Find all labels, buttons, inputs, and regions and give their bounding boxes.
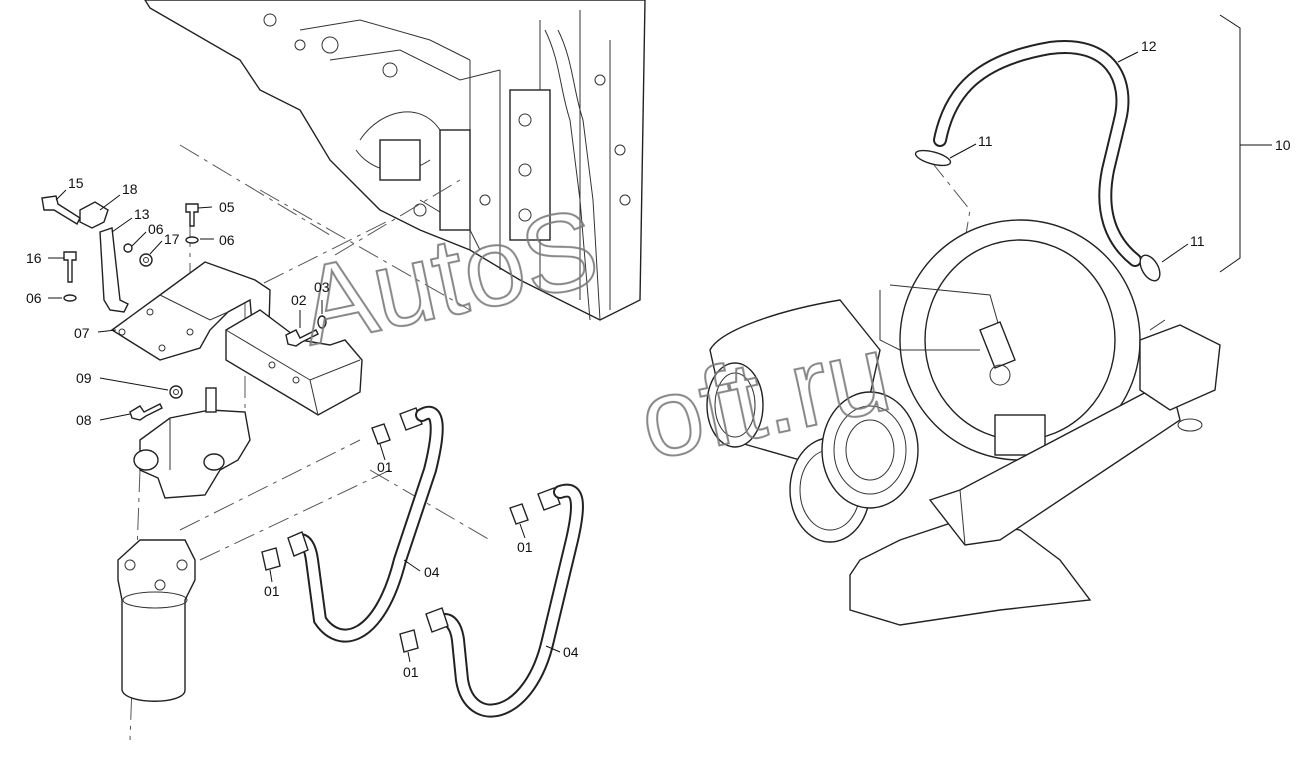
label-16: 16: [26, 250, 42, 266]
washer-09: [169, 385, 183, 399]
washer-03: [317, 315, 327, 329]
label-06: 06: [148, 221, 164, 237]
label-15: 15: [68, 175, 84, 191]
bracket-center: [225, 309, 363, 416]
label-17: 17: [164, 231, 180, 247]
label-01: 01: [403, 664, 419, 680]
clip-11-top: [914, 149, 952, 167]
group-bracket-10: [1219, 14, 1272, 273]
label-12: 12: [1141, 38, 1157, 54]
clamp-18: [79, 201, 109, 229]
hose-04-lower: [399, 483, 584, 718]
hose-12: [933, 39, 1142, 267]
nut-17: [139, 253, 153, 267]
label-02: 02: [291, 292, 307, 308]
washer-06-mid: [123, 243, 133, 253]
label-08: 08: [76, 412, 92, 428]
label-04: 04: [563, 644, 579, 660]
filter-head: [133, 387, 251, 499]
label-09: 09: [76, 370, 92, 386]
bolt-16: [63, 251, 77, 283]
label-01: 01: [517, 539, 533, 555]
washer-06-top: [185, 236, 199, 244]
hose-04-upper: [261, 406, 444, 643]
label-05: 05: [219, 199, 235, 215]
label-18: 18: [122, 181, 138, 197]
bolt-05: [185, 203, 199, 227]
label-06: 06: [219, 232, 235, 248]
washer-06-left: [63, 294, 77, 302]
clip-11-bottom: [1139, 254, 1161, 282]
label-03: 03: [314, 279, 330, 295]
filter-canister: [117, 539, 196, 702]
label-04: 04: [424, 564, 440, 580]
label-01: 01: [377, 459, 393, 475]
leader-lines: [48, 51, 1189, 663]
watermark: AutoS oft.ru: [288, 185, 901, 485]
label-10: 10: [1275, 137, 1291, 153]
label-13: 13: [134, 206, 150, 222]
turbocharger: [706, 219, 1221, 626]
label-01: 01: [264, 583, 280, 599]
callout-labels: 15 18 13 05 06 17 06 16 06 02 03 07 09 0…: [26, 38, 1291, 680]
bolt-15: [41, 195, 81, 225]
label-11: 11: [978, 133, 993, 149]
label-07: 07: [74, 325, 90, 341]
strap-13: [99, 227, 129, 313]
bolt-08: [129, 403, 163, 421]
engine-block: [144, 0, 646, 321]
bolt-02: [285, 329, 319, 347]
label-11: 11: [1190, 233, 1205, 249]
label-06: 06: [26, 290, 42, 306]
